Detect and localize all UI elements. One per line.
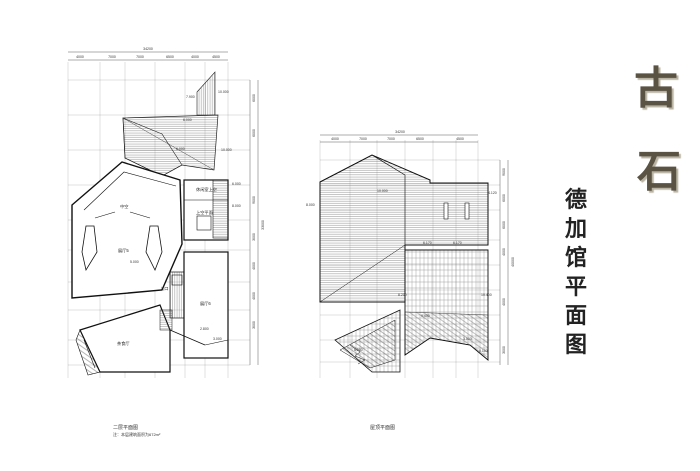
left-overall-dim: 34200	[143, 47, 153, 51]
subtitle-char: 馆	[564, 245, 587, 271]
level-mark: 5.000	[130, 260, 139, 264]
level-mark: 3.000	[463, 337, 472, 341]
right-right-dimension	[499, 160, 509, 365]
level-mark: 8.200	[398, 293, 407, 297]
level-mark: 0.100	[479, 349, 488, 353]
level-mark: 6.170	[453, 241, 462, 245]
left-right-dim: 6000	[252, 94, 256, 102]
vertical-subtitle: 德 加 馆 平 面 图	[556, 186, 596, 360]
left-right-dim: 3000	[252, 321, 256, 329]
left-right-dim: 4000	[252, 292, 256, 300]
right-top-dimension	[320, 134, 478, 143]
right-top-dim: 4000	[331, 137, 339, 141]
level-mark: 6.000	[176, 147, 185, 151]
level-mark: 10.000	[218, 90, 229, 94]
left-top-dim: 6500	[166, 55, 174, 59]
room-label: 茶食厅	[117, 340, 130, 347]
room-label: 中空	[120, 203, 128, 210]
left-right-dim-total: 33000	[261, 220, 265, 230]
subtitle-char: 平	[564, 274, 587, 300]
right-top-dim: 6500	[416, 137, 424, 141]
right-overall-dim: 34200	[395, 130, 405, 134]
left-top-dim: 4000	[191, 55, 199, 59]
level-mark: 10.000	[377, 189, 388, 193]
subtitle-char: 德	[564, 187, 587, 213]
right-right-dim-total: 40000	[511, 257, 515, 267]
level-mark: 10.000	[221, 148, 232, 152]
subtitle-char: 面	[564, 303, 587, 329]
room-label: 展厅5	[118, 248, 129, 254]
level-mark: 6.000	[232, 182, 241, 186]
right-plan	[319, 134, 509, 378]
right-right-dim: 6000	[502, 194, 506, 202]
left-top-dimension	[68, 51, 228, 61]
level-mark: 4.120	[488, 191, 497, 195]
room-label: 入口	[160, 286, 168, 291]
right-right-dim: 6000	[502, 221, 506, 229]
level-mark: 3.000	[213, 337, 222, 341]
right-plan-caption: 屋顶平面图	[370, 425, 396, 431]
right-right-dim: 3000	[502, 346, 506, 354]
left-plan-dim-text: 34200 4000 7000 7000 6500 4000 4500 3300…	[76, 47, 265, 341]
level-mark: 8.000	[306, 203, 315, 207]
level-mark: 8.000	[232, 204, 241, 208]
level-mark: 6.000	[183, 118, 192, 122]
right-top-dim: 4500	[456, 137, 464, 141]
left-right-dim: 3000	[252, 233, 256, 241]
level-mark: 9.400	[421, 314, 430, 318]
left-top-dim: 4000	[76, 55, 84, 59]
title-char-2: 石	[637, 146, 681, 197]
room-label: 休闲室上空	[196, 186, 217, 193]
level-mark: 10.400	[481, 293, 492, 297]
level-mark: 7.900	[186, 95, 195, 99]
right-plan-dim-text: 34200 4000 7000 7000 6500 4500 40000 900…	[306, 130, 515, 354]
left-top-dim: 7000	[136, 55, 144, 59]
title-char-1: 古	[634, 63, 678, 114]
right-top-dim: 7000	[359, 137, 367, 141]
subtitle-char: 加	[564, 216, 587, 242]
left-right-dim: 4000	[252, 262, 256, 270]
room-label: 上空平面	[196, 209, 213, 216]
left-right-dim: 6000	[252, 129, 256, 137]
right-top-dim: 7000	[387, 137, 395, 141]
left-right-dimension	[249, 80, 259, 365]
left-plan-note: 注：本层建筑面积为672m²	[113, 432, 161, 437]
left-top-dim: 4500	[212, 55, 220, 59]
left-plan-rooms: 中空 展厅5 展厅6 茶食厅 休闲室上空 上空平面 入口	[117, 186, 217, 347]
left-top-dim: 7000	[108, 55, 116, 59]
left-plan-caption: 二层平面图	[113, 425, 139, 431]
right-right-dim: 4000	[502, 298, 506, 306]
level-mark: 6.170	[423, 241, 432, 245]
level-mark: 2.800	[200, 327, 209, 331]
left-right-dim: 9000	[252, 196, 256, 204]
room-label: 展厅6	[200, 301, 211, 307]
subtitle-char: 图	[564, 332, 587, 358]
left-plan	[67, 51, 259, 378]
level-mark: 6.500	[354, 348, 363, 352]
right-right-dim: 4000	[502, 248, 506, 256]
right-right-dim: 9000	[502, 168, 506, 176]
